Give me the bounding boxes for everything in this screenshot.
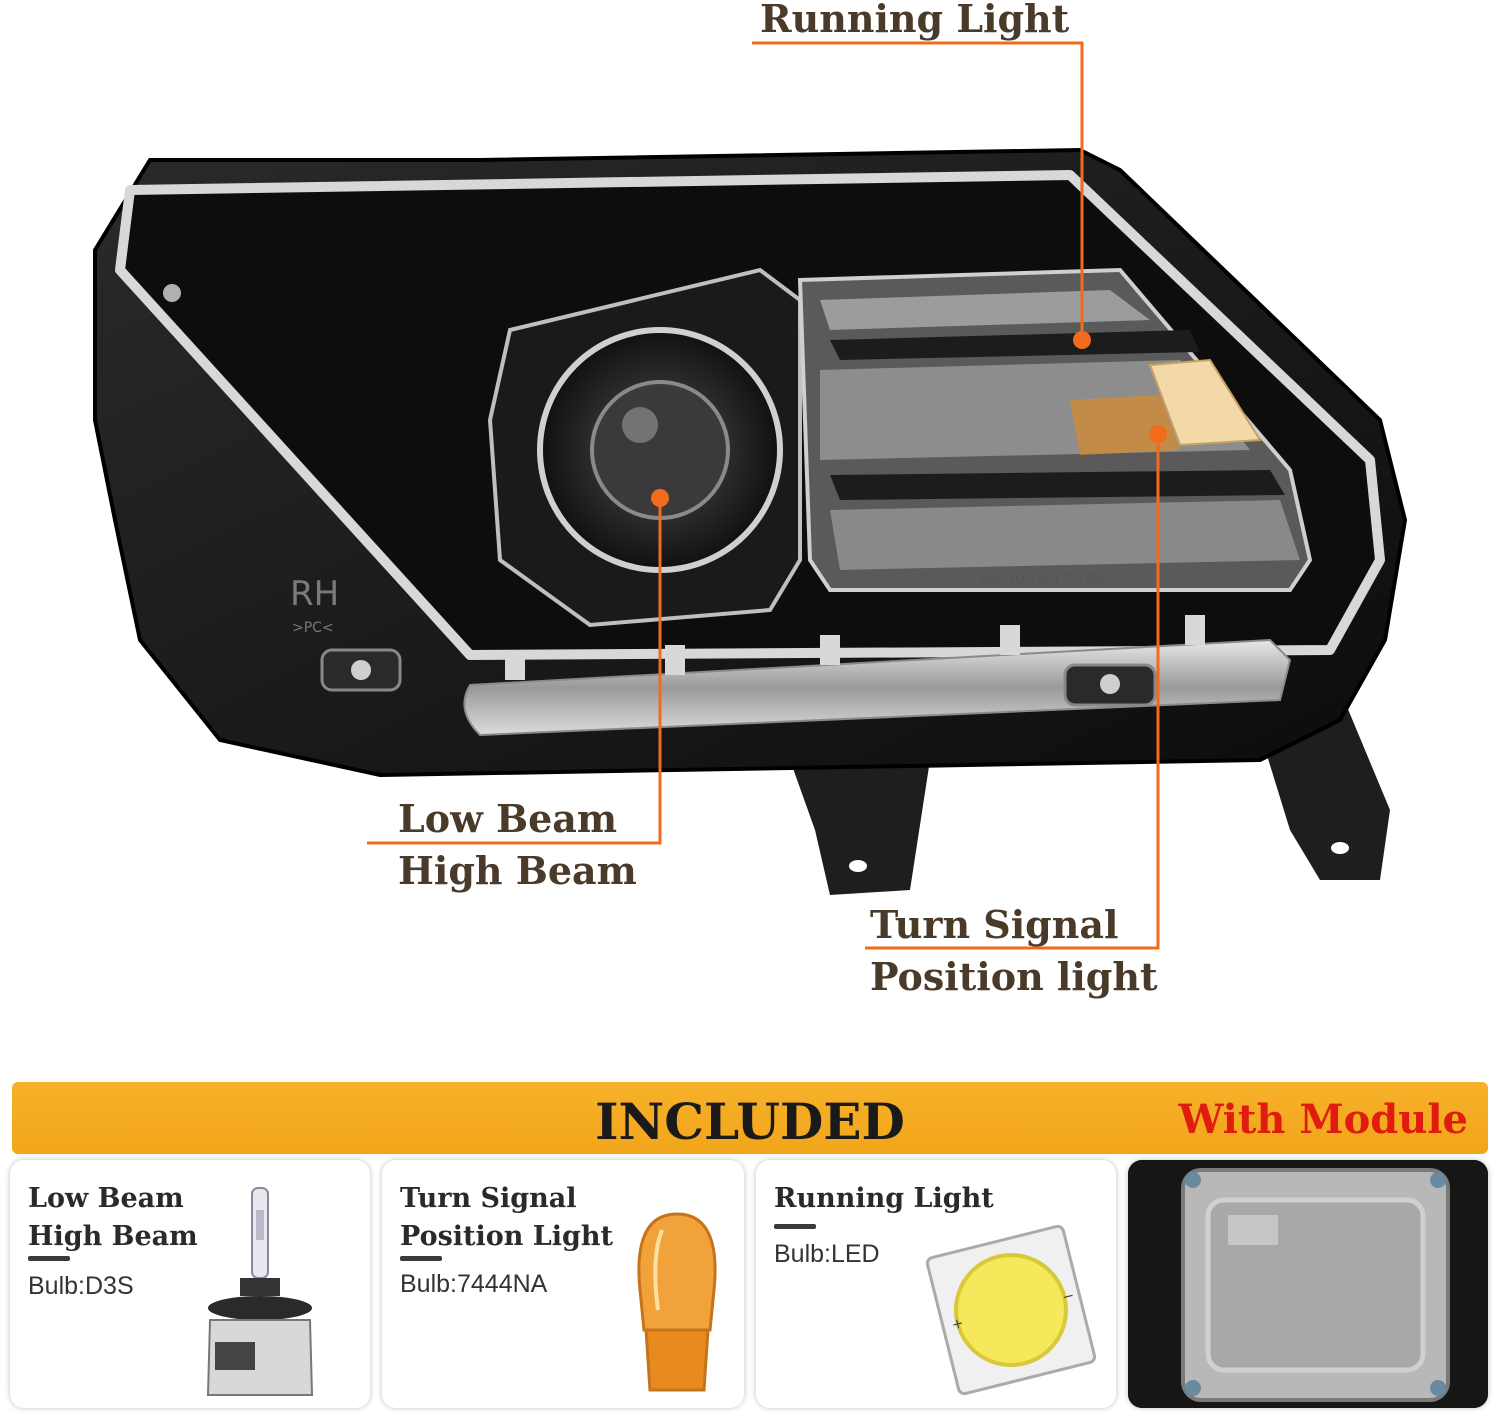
callout-turn-signal: Turn Signal [870,902,1119,947]
card-bulb-type: Bulb:LED [774,1240,880,1268]
pc-marking: >PC< [292,620,334,636]
with-module-badge: With Module [1178,1096,1468,1143]
card-rule [400,1256,442,1261]
rh-marking: RH [290,574,339,614]
card-ballast-module [1128,1160,1488,1408]
included-banner: INCLUDED With Module [12,1082,1488,1154]
svg-text:+: + [950,1315,965,1333]
card-title-line1: Turn Signal [400,1183,577,1214]
card-low-high-beam: Low Beam High Beam Bulb:D3S [10,1160,370,1408]
amber-bulb-icon [637,1212,717,1392]
card-bulb-type: Bulb:7444NA [400,1270,548,1298]
ballast-module-icon [1128,1160,1488,1408]
card-title-line2: Position Light [400,1221,614,1252]
card-title-line1: Running Light [774,1183,994,1214]
callout-position-light: Position light [870,954,1158,999]
d3s-bulb-icon [206,1187,314,1396]
card-title: Turn Signal Position Light [400,1180,613,1256]
card-running-light: Running Light Bulb:LED + − [756,1160,1116,1408]
led-chip-icon: + − [926,1225,1096,1395]
card-rule [774,1224,816,1229]
callout-running-light: Running Light [760,0,1070,41]
card-bulb-type: Bulb:D3S [28,1272,134,1300]
svg-text:−: − [1061,1288,1076,1306]
card-title: Low Beam High Beam [28,1180,198,1256]
card-turn-signal: Turn Signal Position Light Bulb:7444NA [382,1160,744,1408]
callout-high-beam: High Beam [398,848,637,893]
card-rule [28,1256,70,1261]
card-title-line2: High Beam [28,1221,198,1252]
standards-marking: SAE HG 15P DOT VOR [978,571,1110,585]
headlamp-illustration: RH >PC< SAE HG 15P DOT VOR [93,41,1408,950]
banner-title: INCLUDED [595,1092,905,1151]
card-title: Running Light [774,1180,994,1218]
callout-low-beam: Low Beam [398,796,618,841]
card-title-line1: Low Beam [28,1183,184,1214]
